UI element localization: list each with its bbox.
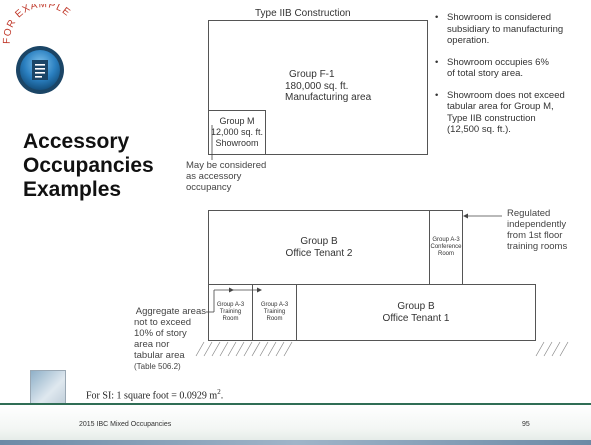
accessory-note: May be considered as accessory occupancy xyxy=(186,160,267,193)
regulated-arrow-icon xyxy=(463,213,468,219)
for-example-badge: FOR EXAMPLE xyxy=(2,0,80,104)
conference-room-box: Group A-3 Conference Room xyxy=(429,210,463,285)
regulated-note: Regulated independently from 1st floor t… xyxy=(507,208,568,252)
ground-hatch-left xyxy=(195,341,293,357)
si-conversion-note: For SI: 1 square foot = 0.0929 m2. xyxy=(86,388,224,402)
group-f1-label: Group F-1 180,000 sq. ft. Manufacturing … xyxy=(285,69,372,103)
training-arrow-icon xyxy=(257,287,262,293)
footer-strip xyxy=(0,440,591,445)
training-arrow-icon xyxy=(229,287,234,293)
training-room-1-box: Group A-3 Training Room xyxy=(208,284,253,341)
bullet-item: • Showroom does not exceed tabular area … xyxy=(435,89,565,136)
group-m-box: Group M 12,000 sq. ft. Showroom xyxy=(208,110,266,155)
bullet-item: • Showroom occupies 6% of total story ar… xyxy=(435,56,549,80)
diagram-header: Type IIB Construction xyxy=(255,8,351,19)
footer-divider xyxy=(0,403,591,406)
bullet-dot-icon: • xyxy=(435,12,439,23)
slide-title: Accessory Occupancies Examples xyxy=(23,130,154,202)
office-tenant-2-box: Group B Office Tenant 2 xyxy=(208,210,430,285)
slide-title-line-3: Examples xyxy=(23,178,122,201)
footer-bar xyxy=(0,405,591,445)
ground-hatch-right xyxy=(535,341,569,357)
badge-graphic: FOR EXAMPLE xyxy=(2,0,72,94)
footer-title: 2015 IBC Mixed Occupancies xyxy=(79,421,172,428)
office-tenant-1-box: Group B Office Tenant 1 xyxy=(296,284,536,341)
bullet-dot-icon: • xyxy=(435,56,439,68)
aggregate-note: Aggregate areas not to exceed 10% of sto… xyxy=(134,306,206,371)
bullet-dot-icon: • xyxy=(435,89,439,101)
bullet-list: • Showroom is considered subsidiary to m… xyxy=(435,12,589,136)
slide-title-line-2: Occupancies xyxy=(23,154,154,177)
slide-title-line-1: Accessory xyxy=(23,130,130,153)
page-number: 95 xyxy=(522,421,530,428)
bullet-item: • Showroom is considered subsidiary to m… xyxy=(435,12,564,46)
